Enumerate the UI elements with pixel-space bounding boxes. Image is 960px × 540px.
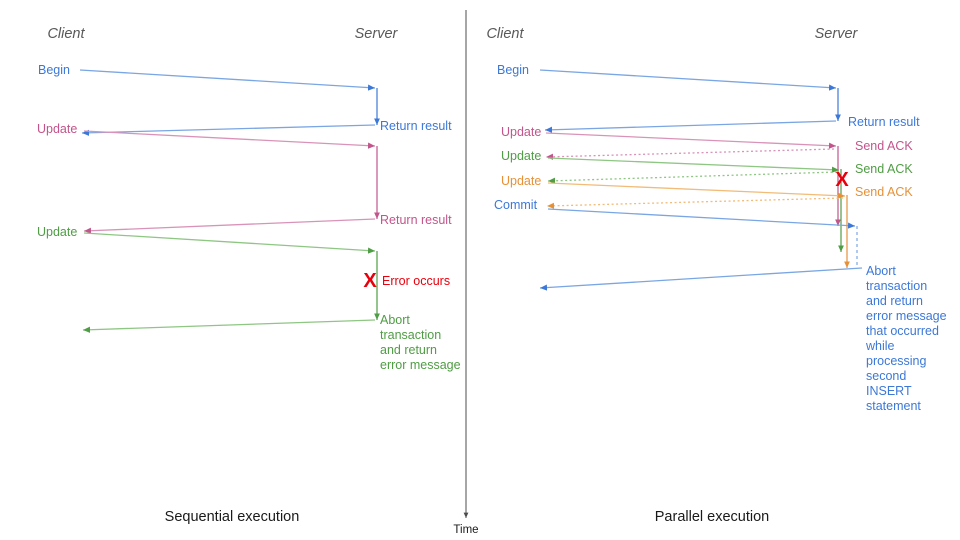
message-note-line: transaction [380, 328, 441, 342]
message-note-line: transaction [866, 279, 927, 293]
message-label: Begin [38, 63, 70, 77]
message-note-line: Abort [866, 264, 896, 278]
message-arrow-request [545, 132, 837, 149]
message-note-line: and return [380, 343, 437, 357]
message-note-line: while [865, 339, 895, 353]
lane-title-client: Client [47, 26, 85, 42]
message-note-line: error message [866, 309, 947, 323]
message-label: Update [501, 174, 541, 188]
message-label: Send ACK [855, 162, 913, 176]
message-arrow-reply [83, 218, 376, 234]
error-label: Error occurs [382, 274, 450, 288]
message-note-line: Abort [380, 313, 410, 327]
message-arrow-reply [544, 120, 837, 133]
message-arrow-reply [81, 124, 376, 136]
panel-caption-sequential: Sequential execution [165, 509, 300, 525]
message-arrow-request [547, 157, 840, 173]
message-label: Return result [848, 115, 920, 129]
message-note-line: processing [866, 354, 926, 368]
message-arrow-request [79, 69, 376, 91]
message-note-line: second [866, 369, 906, 383]
message-arrow-request [539, 69, 837, 91]
error-x-icon: X [363, 270, 377, 292]
message-label: Return result [380, 213, 452, 227]
message-arrow-reply [546, 197, 844, 209]
message-label: Send ACK [855, 139, 913, 153]
message-arrow-reply [547, 171, 838, 184]
message-note-line: and return [866, 294, 923, 308]
message-arrow-request [547, 182, 846, 199]
message-label: Update [501, 149, 541, 163]
message-arrow-request [83, 130, 376, 149]
message-label: Return result [380, 119, 452, 133]
message-arrow-reply [82, 319, 376, 333]
message-label: Update [501, 125, 541, 139]
message-label: Update [37, 122, 77, 136]
message-arrow-request [83, 232, 376, 254]
message-note-line: that occurred [866, 324, 939, 338]
message-arrow-request [547, 208, 856, 229]
lane-title-server: Server [355, 26, 399, 42]
lane-title-client: Client [486, 26, 524, 42]
message-label: Update [37, 225, 77, 239]
message-label: Send ACK [855, 185, 913, 199]
message-arrow-reply [539, 267, 863, 291]
message-label: Begin [497, 63, 529, 77]
message-note-line: statement [866, 399, 921, 413]
error-x-icon: X [835, 169, 849, 191]
lane-title-server: Server [815, 26, 859, 42]
message-note-line: INSERT [866, 384, 912, 398]
message-note-line: error message [380, 358, 461, 372]
time-axis-label: Time [453, 524, 478, 536]
message-label: Commit [494, 198, 538, 212]
panel-caption-parallel: Parallel execution [655, 509, 769, 525]
message-arrow-reply [545, 148, 835, 160]
